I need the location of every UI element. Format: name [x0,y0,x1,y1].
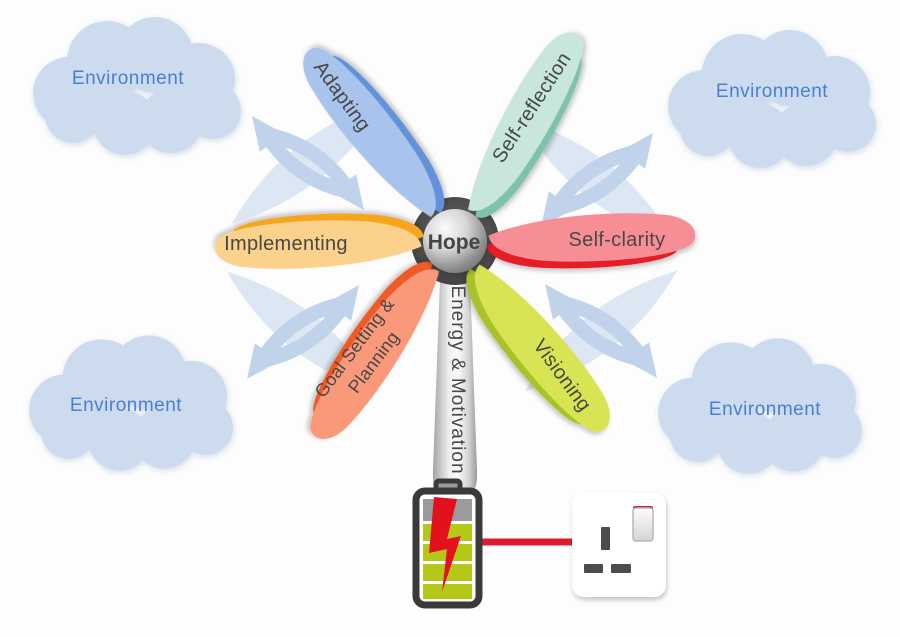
environment-label: Environment [716,81,828,102]
blade-label-self-clarity: Self-clarity [569,229,666,251]
environment-label: Environment [709,399,821,420]
blade-label-implementing: Implementing [224,233,348,255]
environment-label: Environment [72,68,184,89]
hub-sphere [423,209,487,273]
lightning-bolt-icon [429,497,461,592]
socket-neutral-slot [611,564,631,573]
socket-switch [632,507,654,542]
hub-label: Hope [428,231,481,254]
mast-label: Energy & Motivation [447,285,468,474]
cloud-top-right: Environment [668,30,876,168]
cloud-bottom-left: Environment [29,335,233,471]
blade-body [291,34,452,231]
socket-live-slot [584,564,603,573]
cloud-top-left: Environment [33,17,241,155]
power-socket-icon [572,493,666,597]
socket-earth-slot [601,527,610,550]
battery-icon [412,478,483,609]
environment-label: Environment [70,395,182,416]
blade-adapting [291,34,459,231]
turbine-mast [432,252,478,492]
cloud-bottom-right: Environment [658,338,862,474]
